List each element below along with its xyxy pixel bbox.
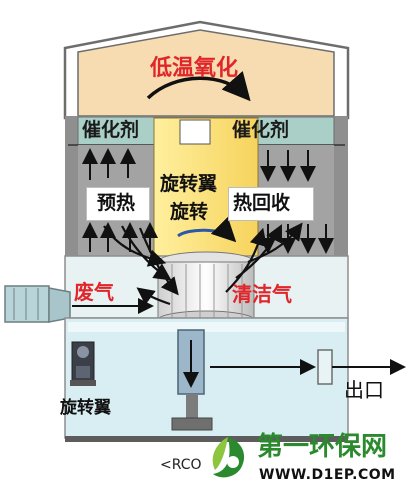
waste-gas-label: 废气 [74,280,114,304]
rotary-wing-label: 旋转翼 [60,398,111,418]
oxidation-label: 低温氧化 [150,56,239,81]
oxidation-chamber [77,29,335,117]
outlet-port [317,349,333,385]
caption: <RCO [160,457,202,473]
leaf-logo-icon [212,437,245,478]
rotor-bottom-label: 旋转 [170,201,209,223]
rotor-top-label: 旋转翼 [160,173,218,195]
watermark: 第一环保网 WWW.D1EP.COM [203,432,413,492]
heat-recovery-label: 热回收 [233,192,291,214]
preheat-label: 预热 [97,192,136,214]
watermark-url: WWW.D1EP.COM [259,467,396,483]
catalyst-left-label: 催化剂 [82,119,140,141]
inlet-duct [4,285,50,323]
clean-gas-label: 清洁气 [232,282,292,306]
heat-recovery-box: 热回收 [228,187,314,221]
preheat-box: 预热 [86,187,150,221]
outlet-label: 出口 [344,378,384,402]
watermark-name: 第一环保网 [257,432,388,462]
catalyst-right-label: 催化剂 [232,119,290,141]
